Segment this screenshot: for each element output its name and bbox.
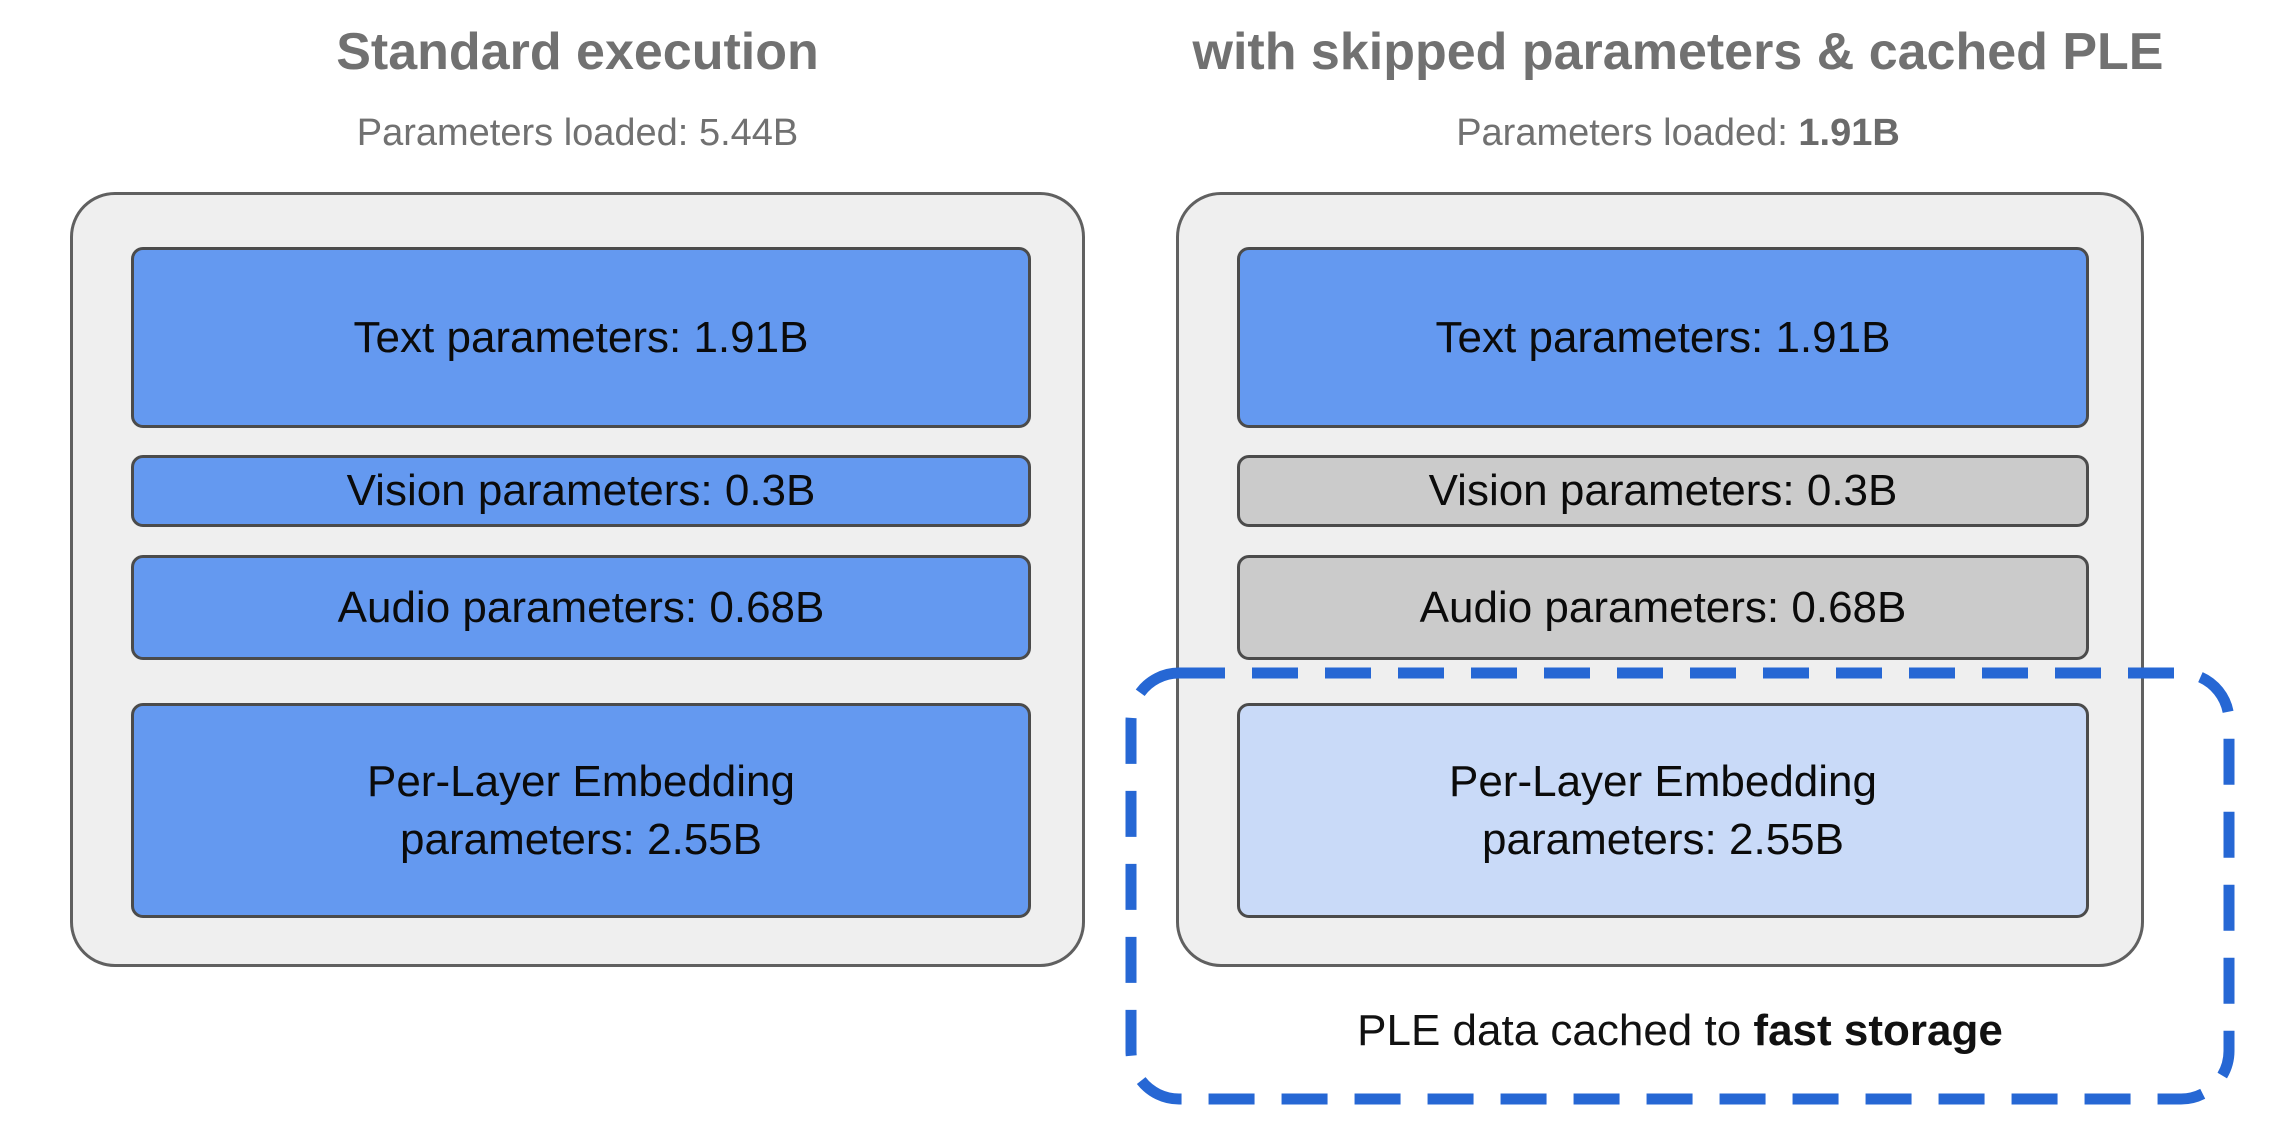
ple-params-label: Per-Layer Embedding parameters: 2.55B: [366, 757, 795, 864]
cached-execution-container: Text parameters: 1.91B Vision parameters…: [1176, 192, 2144, 967]
audio-params-label: Audio parameters: 0.68B: [1419, 582, 1907, 632]
text-params-bar: Text parameters: 1.91B: [131, 247, 1031, 428]
right-panel-title: with skipped parameters & cached PLE: [1192, 23, 2164, 81]
ple-cache-caption: PLE data cached to fast storage: [1135, 1005, 2225, 1057]
left-subtitle-label: Parameters loaded:: [356, 112, 689, 154]
ple-params-bar: Per-Layer Embedding parameters: 2.55B: [131, 703, 1031, 918]
left-panel-title: Standard execution: [336, 23, 819, 81]
ple-params-bar-cached: Per-Layer Embedding parameters: 2.55B: [1237, 703, 2089, 918]
ple-params-label: Per-Layer Embedding parameters: 2.55B: [1448, 757, 1877, 864]
audio-params-bar-skipped: Audio parameters: 0.68B: [1237, 555, 2089, 660]
vision-params-label: Vision parameters: 0.3B: [1428, 466, 1898, 516]
right-panel-subtitle: Parameters loaded: 1.91B: [1163, 110, 2193, 156]
vision-params-bar-skipped: Vision parameters: 0.3B: [1237, 455, 2089, 527]
text-params-label: Text parameters: 1.91B: [1435, 312, 1891, 362]
audio-params-label: Audio parameters: 0.68B: [337, 582, 825, 632]
right-subtitle-label: Parameters loaded:: [1456, 112, 1788, 154]
audio-params-bar: Audio parameters: 0.68B: [131, 555, 1031, 660]
left-panel-subtitle: Parameters loaded: 5.44B: [70, 110, 1085, 156]
ple-cache-dashed-outline: [1125, 667, 2235, 1105]
vision-params-bar: Vision parameters: 0.3B: [131, 455, 1031, 527]
left-subtitle-value: 5.44B: [698, 112, 799, 154]
standard-execution-container: Text parameters: 1.91B Vision parameters…: [70, 192, 1085, 967]
right-subtitle-value: 1.91B: [1798, 112, 1900, 154]
caption-bold-text: fast storage: [1753, 1006, 2003, 1055]
vision-params-label: Vision parameters: 0.3B: [346, 466, 816, 516]
text-params-bar: Text parameters: 1.91B: [1237, 247, 2089, 428]
text-params-label: Text parameters: 1.91B: [353, 312, 809, 362]
caption-prefix: PLE data cached to: [1357, 1006, 1754, 1055]
